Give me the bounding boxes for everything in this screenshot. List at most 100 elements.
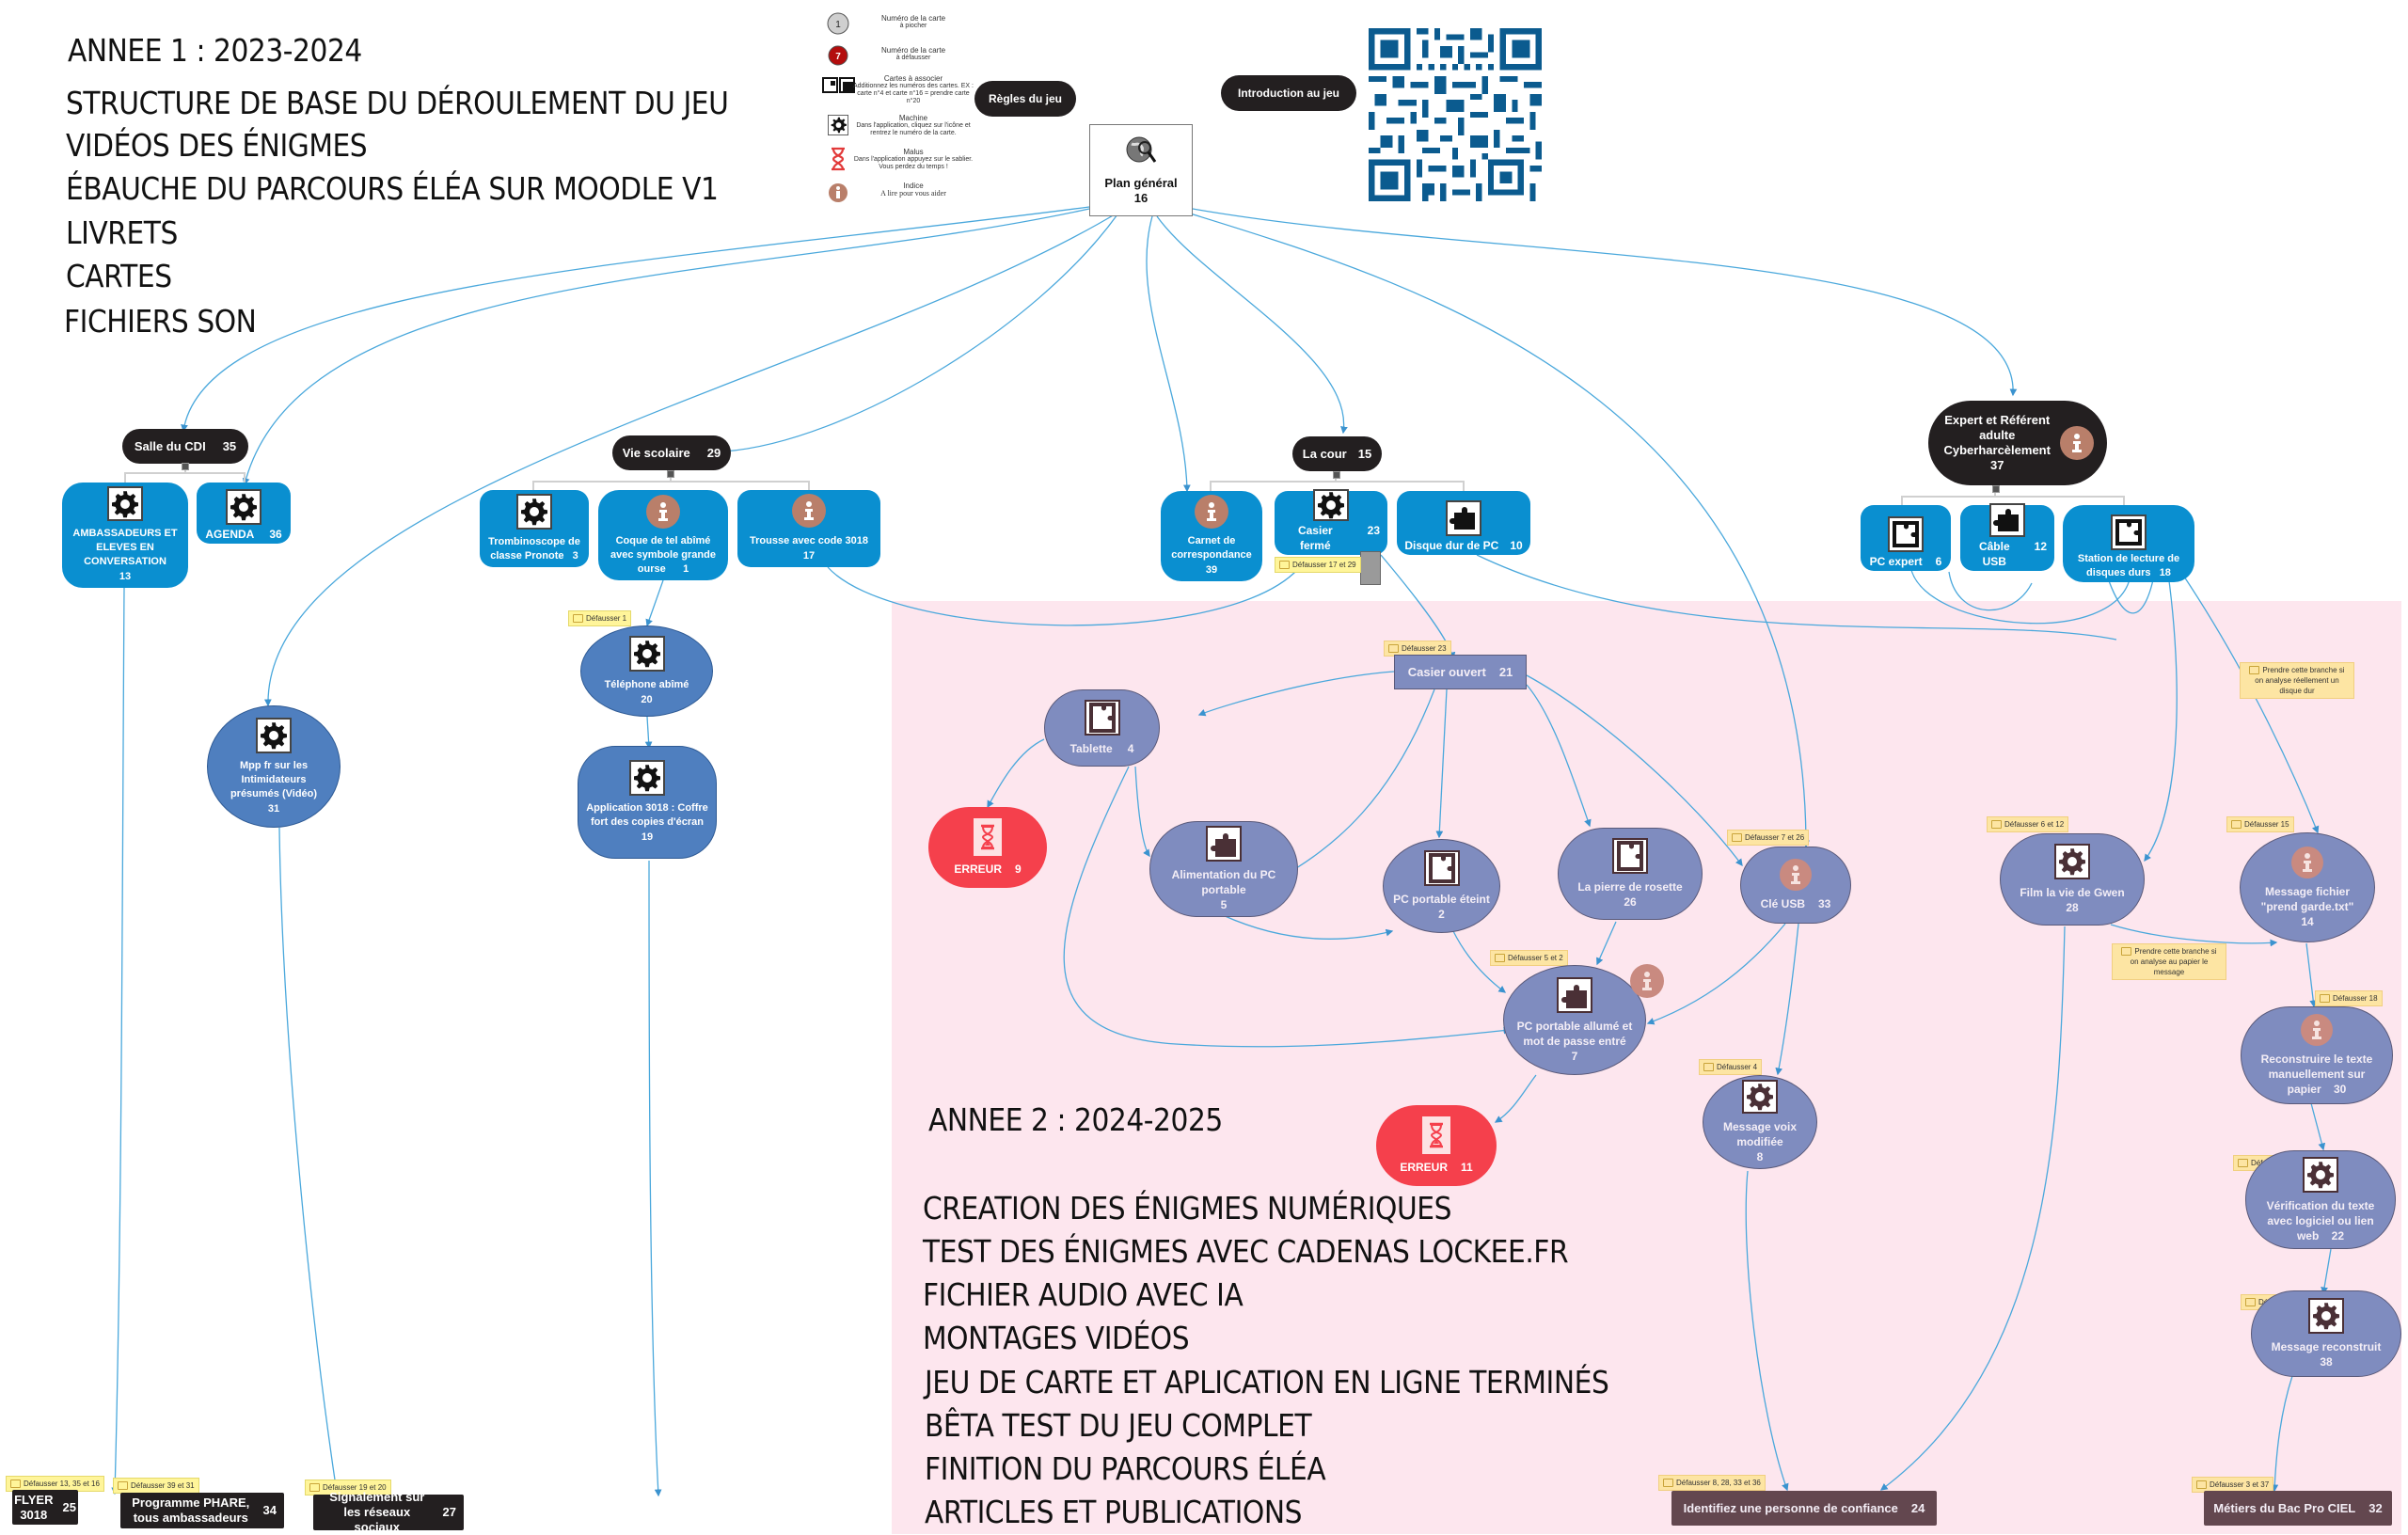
year2-title: ANNEE 2 : 2024-2025 [928, 1101, 1223, 1138]
legend-title: Malus [903, 148, 924, 156]
year2-item: ARTICLES ET PUBLICATIONS [925, 1494, 1303, 1530]
node-number: 15 [1357, 446, 1372, 461]
node-message-reconstruit[interactable]: Message reconstruit 38 [2251, 1290, 2401, 1377]
rules-button[interactable]: Règles du jeu [974, 81, 1076, 117]
node-reconstruire[interactable]: Reconstruire le texte manuellement sur p… [2241, 1006, 2393, 1104]
year1-item: CARTES [66, 258, 172, 294]
node-message-fichier[interactable]: Message fichier "prend garde.txt" 14 [2240, 832, 2375, 942]
node-coque-tel[interactable]: Coque de tel abîmé avec symbole grande o… [598, 490, 728, 580]
intro-button[interactable]: Introduction au jeu [1221, 75, 1356, 111]
node-pc-allume[interactable]: PC portable allumé et mot de passe entré… [1503, 965, 1646, 1075]
info-icon [1780, 859, 1812, 891]
legend-desc: A lire pour vous aider [880, 189, 946, 198]
gear-icon [826, 113, 850, 137]
legend-desc: Additionnez les numéros des cartes. EX :… [852, 83, 974, 104]
comment-icon [2231, 820, 2242, 830]
collapse-toggle[interactable] [667, 470, 674, 478]
node-number: 6 [1935, 555, 1942, 568]
hourglass-icon [826, 147, 850, 171]
gear-icon [2303, 1156, 2338, 1193]
node-alimentation[interactable]: Alimentation du PC portable 5 [1149, 821, 1298, 917]
discard-note: Défausser 4 [1699, 1059, 1763, 1075]
qr-code[interactable] [1369, 24, 1542, 205]
node-number: 3 [572, 550, 578, 562]
node-label: Alimentation du PC portable [1171, 868, 1276, 896]
node-pierre-rosette[interactable]: La pierre de rosette 26 [1558, 828, 1703, 920]
node-trombinoscope[interactable]: Trombinoscope de classe Pronote 3 [480, 490, 589, 567]
node-label: Message fichier "prend garde.txt" [2260, 884, 2354, 913]
discard-note: Défausser 39 et 31 [113, 1478, 199, 1494]
legend-title: Indice [903, 182, 924, 190]
node-number: 32 [2368, 1500, 2383, 1515]
node-number: 20 [641, 693, 653, 705]
node-carnet[interactable]: Carnet de correspondance 39 [1161, 491, 1262, 581]
node-number: 9 [1014, 862, 1022, 876]
svg-text:7: 7 [835, 52, 841, 62]
node-number: 21 [1498, 664, 1513, 679]
node-number: 19 [641, 831, 654, 843]
node-message-voix[interactable]: Message voix modifiée 8 [1703, 1075, 1817, 1169]
node-number: 8 [1756, 1150, 1764, 1163]
node-mpp[interactable]: Mpp fr sur les Intimidateurs présumés (V… [207, 705, 341, 828]
info-icon [2301, 1014, 2333, 1046]
gear-icon [516, 494, 552, 530]
gear-icon [2054, 844, 2090, 879]
node-verification[interactable]: Vérification du texte avec logiciel ou l… [2245, 1150, 2396, 1249]
red-number-circle-icon: 7 [826, 43, 850, 68]
node-telephone[interactable]: Téléphone abîmé 20 [580, 625, 713, 717]
node-number: 38 [2320, 1355, 2333, 1369]
node-expert-referent[interactable]: Expert et Référent adulte Cyberharcèleme… [1928, 401, 2107, 485]
legend-desc: à défausser [895, 55, 931, 61]
info-icon [2291, 846, 2323, 878]
node-pc-expert[interactable]: PC expert 6 [1861, 505, 1951, 571]
grey-number-circle-icon: 1 [826, 11, 850, 36]
comment-icon [2121, 947, 2132, 957]
collapse-toggle[interactable] [1992, 485, 2000, 493]
link-ambassadeurs-flyer [111, 587, 125, 1495]
node-ambassadeurs[interactable]: AMBASSADEURS ET ELEVES EN CONVERSATION 1… [62, 483, 188, 588]
collapse-toggle[interactable] [1333, 471, 1340, 479]
node-label: Signalement sur les réseaux sociaux [329, 1490, 425, 1534]
collapse-toggle[interactable] [182, 463, 189, 470]
comment-icon [1279, 561, 1290, 570]
node-station[interactable]: Station de lecture de disques durs 18 [2063, 505, 2194, 582]
link-plan-cdi [181, 206, 1090, 433]
node-plan-general[interactable]: Plan général 16 [1089, 124, 1193, 216]
node-application-3018[interactable]: Application 3018 : Coffre fort des copie… [578, 746, 717, 859]
node-label: La cour [1302, 446, 1347, 461]
comment-icon [2196, 1480, 2207, 1490]
node-trousse[interactable]: Trousse avec code 3018 17 [737, 490, 880, 567]
puzzle-slot-icon [1423, 850, 1460, 886]
node-number: 30 [2334, 1083, 2347, 1096]
discard-note: Défausser 1 [568, 610, 632, 626]
node-label: Vérification du texte avec logiciel ou l… [2266, 1198, 2375, 1242]
link-plan-expert [1192, 208, 2018, 397]
node-film-gwen[interactable]: Film la vie de Gwen 28 [2000, 833, 2145, 926]
node-pc-eteint[interactable]: PC portable éteint 2 [1383, 839, 1500, 933]
node-la-cour[interactable]: La cour 15 [1292, 436, 1382, 471]
hourglass-icon [1422, 1116, 1450, 1154]
year2-item: TEST DES ÉNIGMES AVEC CADENAS LOCKEE.FR [923, 1233, 1569, 1270]
comment-icon [2245, 1298, 2256, 1307]
node-number: 18 [2159, 567, 2171, 578]
node-label: PC expert [1869, 555, 1923, 568]
